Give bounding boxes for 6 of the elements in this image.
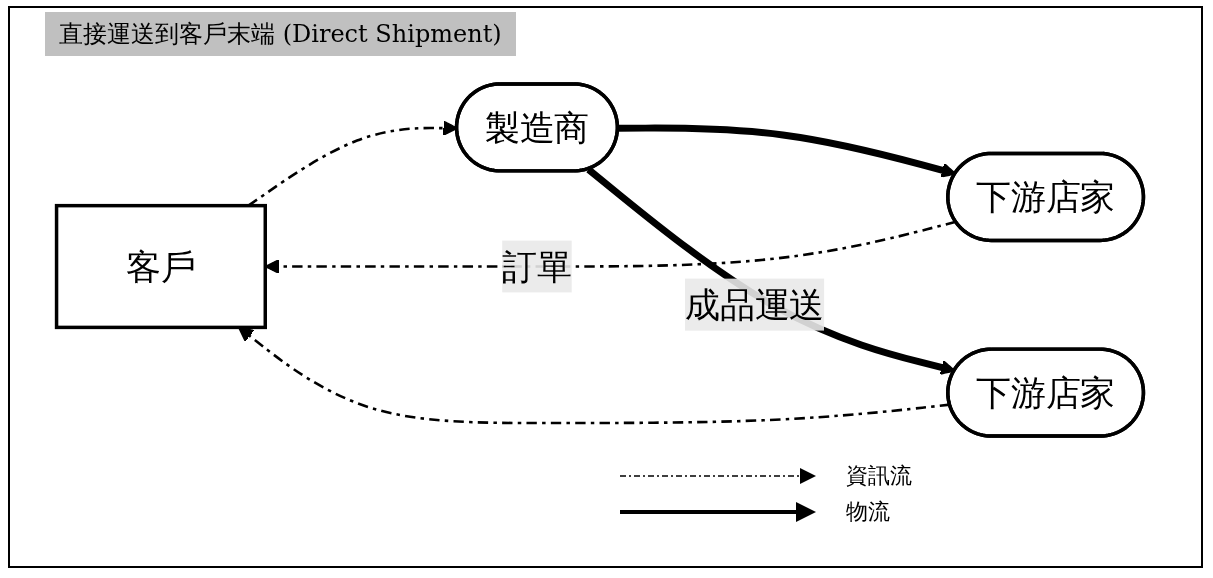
node-box: 客戶 — [54, 203, 267, 330]
legend-text: 資訊流 — [846, 462, 912, 490]
title: 直接運送到客戶末端 (Direct Shipment) — [45, 12, 516, 56]
legend-text: 物流 — [846, 498, 890, 526]
edge-label: 成品運送 — [684, 283, 825, 326]
edge-label: 訂單 — [502, 245, 572, 288]
